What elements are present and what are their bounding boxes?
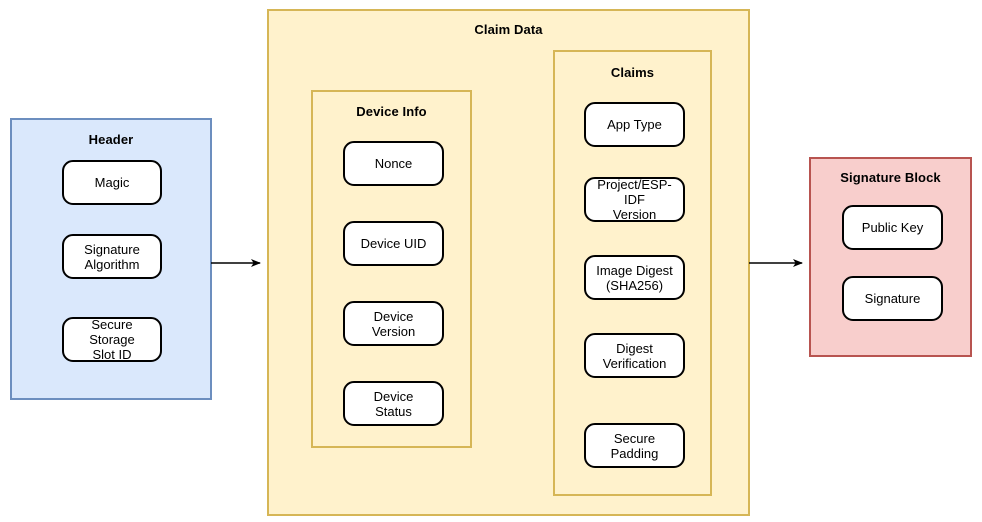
header-group-title: Header: [88, 132, 134, 147]
node-public-key[interactable]: Public Key: [842, 205, 943, 250]
node-device-uid[interactable]: Device UID: [343, 221, 444, 266]
signature-block-group[interactable]: Signature Block Public Key Signature: [809, 157, 972, 357]
node-secure-storage-slot-id[interactable]: Secure Storage Slot ID: [62, 317, 162, 362]
claim-data-group[interactable]: Claim Data Device Info Nonce Device UID …: [267, 9, 750, 516]
device-info-group-title: Device Info: [356, 104, 427, 119]
signature-block-group-title: Signature Block: [840, 170, 941, 185]
node-digest-verification[interactable]: Digest Verification: [584, 333, 685, 378]
claim-data-group-title: Claim Data: [474, 22, 543, 37]
arrow-claim-data-to-signature-block: [749, 259, 803, 267]
node-image-digest-sha256[interactable]: Image Digest (SHA256): [584, 255, 685, 300]
claims-group-title: Claims: [610, 65, 655, 80]
node-nonce[interactable]: Nonce: [343, 141, 444, 186]
header-group[interactable]: Header Magic Signature Algorithm Secure …: [10, 118, 212, 400]
claims-group[interactable]: Claims App Type Project/ESP-IDF Version …: [553, 50, 712, 496]
device-info-group[interactable]: Device Info Nonce Device UID Device Vers…: [311, 90, 472, 448]
arrow-header-to-claim-data: [211, 259, 261, 267]
node-magic[interactable]: Magic: [62, 160, 162, 205]
node-app-type[interactable]: App Type: [584, 102, 685, 147]
node-signature-algorithm[interactable]: Signature Algorithm: [62, 234, 162, 279]
node-signature[interactable]: Signature: [842, 276, 943, 321]
node-device-version[interactable]: Device Version: [343, 301, 444, 346]
node-device-status[interactable]: Device Status: [343, 381, 444, 426]
node-secure-padding[interactable]: Secure Padding: [584, 423, 685, 468]
node-project-esp-idf-version[interactable]: Project/ESP-IDF Version: [584, 177, 685, 222]
